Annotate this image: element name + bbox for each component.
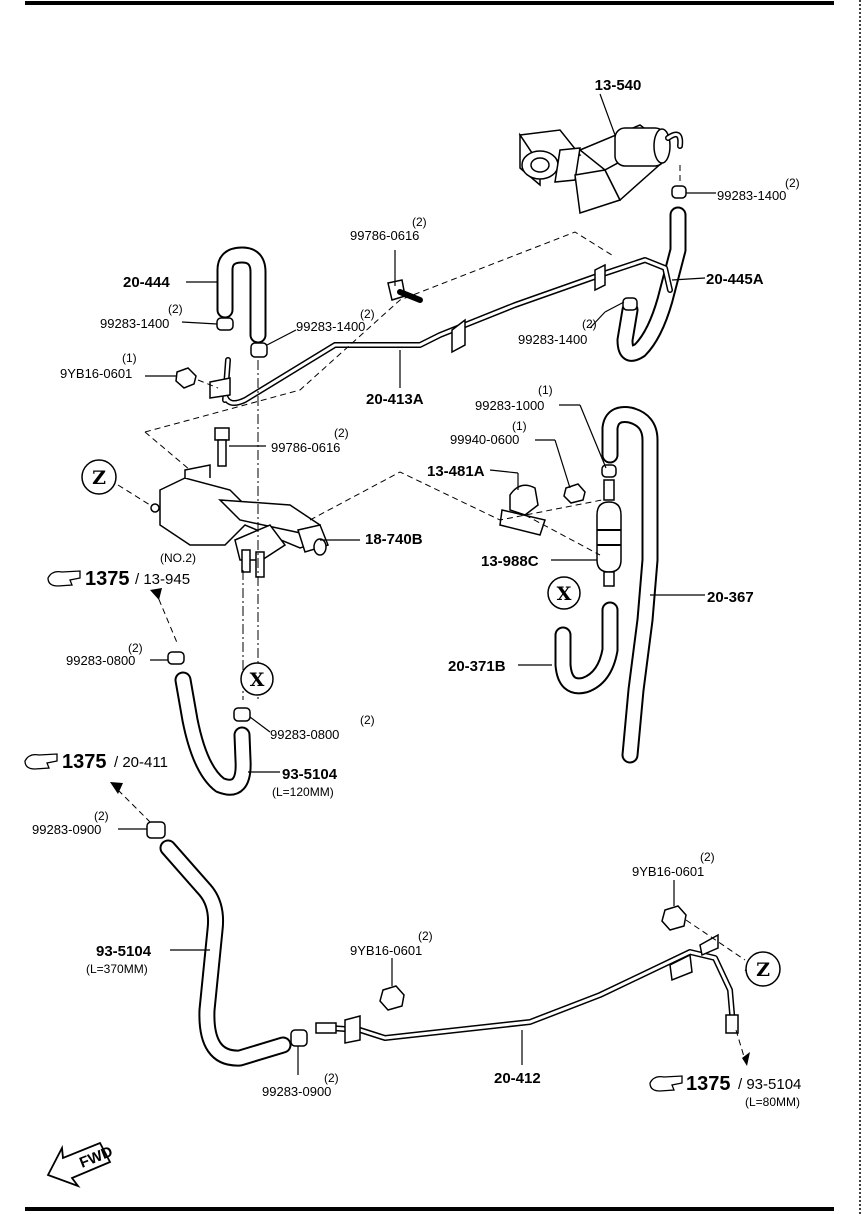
marker-x-right: X: [547, 576, 581, 610]
label-13-481A: 13-481A: [427, 463, 485, 480]
label-9YB16-0601-c: 9YB16-0601: [350, 943, 422, 958]
hose-93-5104-long: [159, 839, 292, 1067]
label-13-988C: 13-988C: [481, 553, 539, 570]
label-20-445A: 20-445A: [706, 271, 764, 288]
hose-20-444: [216, 246, 267, 344]
pointing-hand-icon: [47, 570, 81, 587]
label-20-413A: 20-413A: [366, 391, 424, 408]
label-99786-0616-b: 99786-0616: [271, 440, 340, 455]
qty-9YB16-0601-a: (1): [122, 351, 137, 365]
qty-99283-1400-d: (2): [582, 317, 597, 331]
label-99283-0900-a: 99283-0900: [32, 822, 101, 837]
label-13-540: 13-540: [595, 77, 642, 94]
qty-9YB16-0601-b: (2): [700, 850, 715, 864]
qty-99283-0800-a: (2): [128, 641, 143, 655]
ref-1375-13-945[interactable]: (NO.2) 1375 / 13-945: [47, 551, 196, 590]
qty-99940-0600: (1): [512, 419, 527, 433]
label-20-371B: 20-371B: [448, 658, 506, 675]
label-99283-1400-b: 99283-1400: [100, 316, 169, 331]
marker-x-left: X: [240, 662, 274, 696]
nut-99940-0600: [563, 483, 586, 504]
bolt-99786-0616-lower: [214, 427, 230, 467]
qty-99283-0800-b: (2): [360, 713, 375, 727]
label-99283-0800-a: 99283-0800: [66, 653, 135, 668]
label-99283-1400-c: 99283-1400: [296, 319, 365, 334]
label-9YB16-0601-a: 9YB16-0601: [60, 366, 132, 381]
label-99283-1400-a: 99283-1400: [717, 188, 786, 203]
length-93-5104-b: (L=370MM): [86, 962, 148, 976]
marker-z-lower: Z: [745, 951, 781, 987]
hose-20-367: [601, 406, 659, 764]
bolt-20-412: [315, 1022, 337, 1034]
ref-1375-num-3: 1375: [686, 1073, 731, 1095]
ref-note-no2: (NO.2): [160, 551, 196, 565]
fwd-arrow-icon: FWD: [46, 1141, 115, 1188]
ref-1375-num: 1375: [85, 568, 130, 590]
label-99786-0616-a: 99786-0616: [350, 228, 419, 243]
bolt-99786-0616-upper: [387, 279, 423, 303]
label-99283-0900-b: 99283-0900: [262, 1084, 331, 1099]
ref-1375-93-5104[interactable]: 1375 / 93-5104 (L=80MM): [649, 1073, 801, 1109]
label-9YB16-0601-b: 9YB16-0601: [632, 864, 704, 879]
label-20-412: 20-412: [494, 1070, 541, 1087]
ref-arrowheads: [110, 588, 750, 1066]
leader-lines: [118, 93, 756, 1075]
svg-text:X: X: [250, 669, 265, 691]
nut-9YB16-0601-a: [175, 367, 197, 389]
ref-1375-20-411[interactable]: 1375 / 20-411: [24, 751, 168, 773]
qty-99283-1400-c: (2): [360, 307, 375, 321]
label-20-444: 20-444: [123, 274, 170, 291]
clip-13-481A: [499, 484, 546, 536]
ref-13-945-part: / 13-945: [135, 571, 190, 588]
marker-z-upper: Z: [81, 459, 117, 495]
pointing-hand-icon: [649, 1075, 683, 1092]
qty-99283-0900-b: (2): [324, 1071, 339, 1085]
qty-99283-1400-a: (2): [785, 176, 800, 190]
qty-99786-0616-a: (2): [412, 215, 427, 229]
svg-text:Z: Z: [92, 467, 106, 489]
ref-20-411-part: / 20-411: [114, 754, 168, 771]
label-99283-1400-d: 99283-1400: [518, 332, 587, 347]
length-93-5104-a: (L=120MM): [272, 785, 334, 799]
pipe-20-413A: [209, 257, 673, 407]
qty-99283-1400-b: (2): [168, 302, 183, 316]
qty-99283-0900-a: (2): [94, 809, 109, 823]
bracket-18-740B: [150, 464, 329, 578]
qty-99283-1000: (1): [538, 383, 553, 397]
nut-9YB16-0601-b: [661, 905, 687, 931]
label-99283-1000: 99283-1000: [475, 398, 544, 413]
ref-93-5104-part: / 93-5104: [738, 1076, 801, 1093]
label-93-5104-b: 93-5104: [96, 943, 152, 960]
ref-93-5104-length: (L=80MM): [745, 1095, 800, 1109]
label-99283-0800-b: 99283-0800: [270, 727, 339, 742]
pipe-20-412: [327, 933, 739, 1044]
hose-20-445A: [616, 206, 687, 362]
svg-text:X: X: [557, 583, 572, 605]
svg-text:Z: Z: [756, 959, 770, 981]
qty-99786-0616-b: (2): [334, 426, 349, 440]
label-99940-0600: 99940-0600: [450, 432, 519, 447]
hose-93-5104-short: [174, 671, 252, 796]
label-93-5104-a: 93-5104: [282, 766, 338, 783]
label-20-367: 20-367: [707, 589, 754, 606]
qty-9YB16-0601-c: (2): [418, 929, 433, 943]
canister-13-540: [518, 124, 684, 214]
nut-9YB16-0601-c: [379, 985, 405, 1011]
pointing-hand-icon: [24, 753, 58, 770]
filter-13-988C: [596, 479, 622, 587]
label-18-740B: 18-740B: [365, 531, 423, 548]
hose-20-371B: [554, 601, 619, 695]
ref-1375-num-2: 1375: [62, 751, 107, 773]
